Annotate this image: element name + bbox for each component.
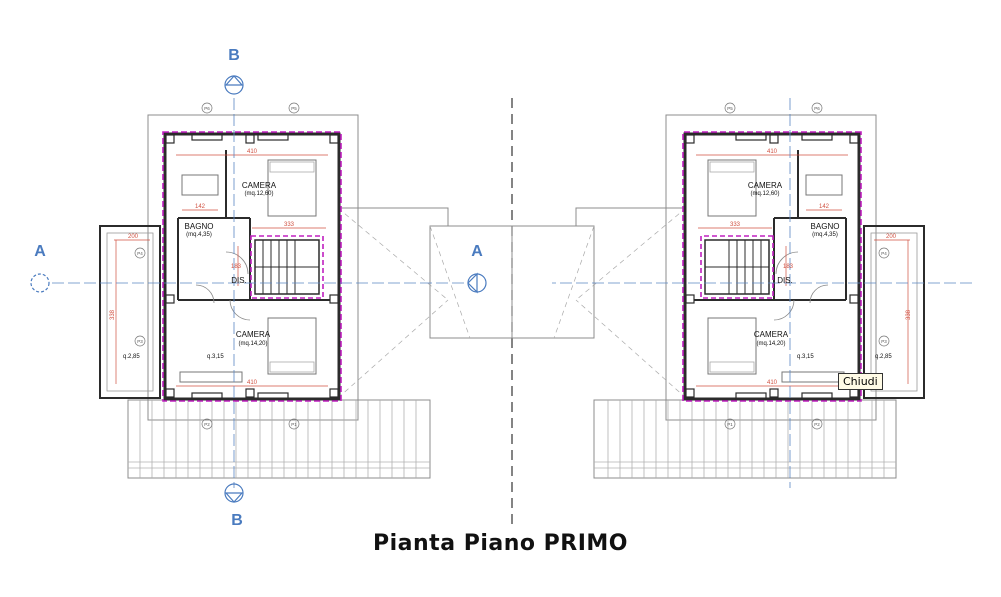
section-marker-a-right: A [467,243,487,294]
section-label-b-top: B [228,47,240,64]
room-name-bagno-left: BAGNO [185,222,214,231]
level-room-right: q.3,15 [797,354,814,360]
pillar-tag-p4-left: P4 [137,251,143,256]
pillar-tag-p3-left: P3 [137,339,143,344]
dim-width-top-right: 410 [767,149,778,155]
pillar-tag-p1-right: P1 [727,422,733,427]
close-tooltip-button[interactable]: Chiudi [838,373,883,390]
section-marker-a-left: A [30,243,50,293]
pillar-tag-p2-right: P2 [814,422,820,427]
pillar-tag-p5-left: P5 [291,106,297,111]
unit-right [510,96,974,490]
labels-right: CAMERA (mq.12,60) BAGNO (mq.4,35) DIS. C… [727,106,912,427]
labels-left: CAMERA (mq.12,60) BAGNO (mq.4,35) DIS. C… [110,106,297,427]
room-name-camera-bottom-right: CAMERA [754,330,789,339]
room-name-camera-bottom-left: CAMERA [236,330,271,339]
section-label-a-left: A [34,243,46,260]
room-name-dis-right: DIS. [777,276,793,285]
pillar-tag-p6-left: P6 [204,106,210,111]
unit-left [50,96,514,490]
section-label-b-bottom: B [231,512,243,529]
room-name-camera-top-left: CAMERA [242,181,277,190]
dim-bath-left: 142 [195,204,206,210]
pillar-tag-p5-right: P5 [727,106,733,111]
room-name-bagno-right: BAGNO [811,222,840,231]
dim-terrace-h-right: 338 [906,309,912,320]
room-name-camera-top-right: CAMERA [748,181,783,190]
room-area-bagno-left: (mq.4,35) [186,232,212,238]
pillar-tag-p4-right: P4 [881,251,887,256]
dim-terrace-w-left: 200 [128,234,139,240]
pillar-tag-p1-left: P1 [291,422,297,427]
dim-width-bottom-left: 410 [247,380,258,386]
level-terrace-right: q.2,85 [875,354,892,360]
dim-bath-right: 142 [819,204,830,210]
pillar-tag-p2-left: P2 [204,422,210,427]
level-room-left: q.3,15 [207,354,224,360]
room-area-camera-top-left: (mq.12,60) [244,191,273,197]
dim-terrace-w-right: 200 [886,234,897,240]
section-marker-b-bottom: B [224,483,244,529]
pillar-tag-p3-right: P3 [881,339,887,344]
drawing-title: Pianta Piano PRIMO [373,531,628,556]
dim-stair-h-right: 183 [783,264,794,270]
dim-width-bottom-right: 410 [767,380,778,386]
dim-stair-right: 333 [730,222,741,228]
section-label-a-right: A [471,243,483,260]
room-name-dis-left: DIS. [231,276,247,285]
room-area-camera-top-right: (mq.12,60) [750,191,779,197]
room-area-bagno-right: (mq.4,35) [812,232,838,238]
dim-stair-h-left: 183 [231,264,242,270]
dim-stair-left: 333 [284,222,295,228]
pillar-tag-p6-right: P6 [814,106,820,111]
room-area-camera-bottom-left: (mq.14,20) [238,341,267,347]
room-area-camera-bottom-right: (mq.14,20) [756,341,785,347]
dim-width-top-left: 410 [247,149,258,155]
level-terrace-left: q.2,85 [123,354,140,360]
dim-terrace-h-left: 338 [110,309,116,320]
section-marker-b-top: B [224,47,244,95]
